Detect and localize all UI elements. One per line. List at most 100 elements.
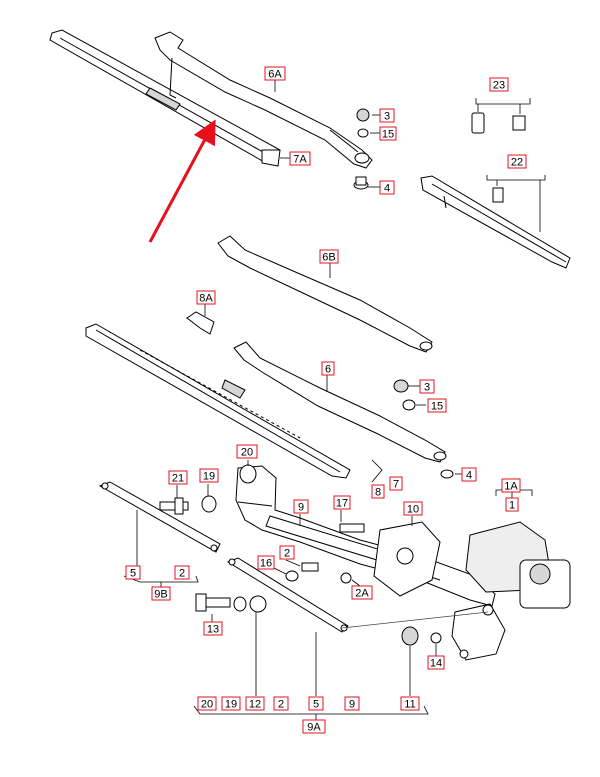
wiper-arm-6A	[154, 31, 373, 169]
callout-text: 7A	[293, 154, 307, 166]
callout-text: 2	[278, 699, 284, 711]
bolt-16	[285, 570, 299, 582]
pin-2	[301, 562, 319, 572]
callout-2b: 2	[174, 565, 190, 580]
bush-2A	[340, 572, 352, 584]
callout-text: 16	[260, 558, 272, 570]
wiper-blade-7	[85, 323, 351, 479]
callout-7A: 7A	[289, 151, 311, 166]
motor-1	[465, 521, 571, 609]
callout-6B: 6B	[319, 249, 339, 264]
callout-text: 7	[393, 479, 399, 491]
callout-text: 9A	[307, 722, 321, 734]
callout-box	[236, 444, 258, 459]
callout-22: 22	[507, 154, 527, 169]
callout-text: 20	[241, 447, 253, 459]
callout-box	[203, 621, 223, 636]
callout-box	[279, 545, 295, 560]
callout-9a: 9	[293, 499, 309, 514]
callout-15b: 15	[427, 398, 447, 413]
bolt-21	[159, 497, 189, 515]
callout-3a: 3	[379, 108, 395, 123]
nut-4-mid	[440, 469, 454, 479]
callout-box	[344, 696, 360, 711]
callout-text: 19	[225, 699, 237, 711]
callout-box	[196, 290, 216, 305]
rod-5-lower	[226, 557, 349, 633]
callout-box	[427, 655, 445, 670]
callout-text: 23	[493, 80, 505, 92]
crank-14	[451, 603, 506, 661]
bolt-13	[195, 593, 231, 612]
callout-text: 9	[349, 699, 355, 711]
callout-4b: 4	[461, 467, 477, 482]
callout-text: 13	[207, 624, 219, 636]
callout-box	[379, 108, 395, 123]
callout-3b: 3	[419, 379, 435, 394]
callout-box	[273, 696, 289, 711]
callout-box	[151, 586, 171, 601]
cap-20-top	[239, 464, 257, 484]
callout-box	[221, 696, 241, 711]
callout-14: 14	[427, 655, 445, 670]
callout-text: 12	[249, 699, 261, 711]
wiper-arm-6	[233, 341, 447, 463]
callout-15a: 15	[379, 126, 397, 141]
callout-box	[199, 468, 219, 483]
callout-9b: 9	[344, 696, 360, 711]
callout-10: 10	[403, 501, 423, 516]
callout-4a: 4	[379, 180, 395, 195]
callout-box	[379, 126, 397, 141]
cap-3-top	[356, 108, 370, 122]
callout-box	[461, 467, 477, 482]
callout-text: 19	[203, 471, 215, 483]
bolt-17	[339, 523, 365, 533]
leader-lines	[123, 80, 546, 720]
callout-17: 17	[333, 495, 351, 510]
callout-13: 13	[203, 621, 223, 636]
nut-14	[430, 632, 442, 644]
washer-12	[233, 596, 247, 612]
callout-text: 4	[466, 470, 472, 482]
callout-box	[371, 484, 385, 499]
callout-2a: 2	[279, 545, 295, 560]
callout-text: 17	[336, 498, 348, 510]
callout-box	[379, 180, 395, 195]
callout-text: 5	[130, 568, 136, 580]
callout-16: 16	[257, 555, 275, 570]
callout-box	[168, 470, 188, 485]
bracket-10	[373, 521, 441, 597]
callout-text: 15	[382, 129, 394, 141]
callout-text: 20	[201, 699, 213, 711]
callout-text: 22	[511, 157, 523, 169]
callout-box	[403, 501, 423, 516]
callout-text: 6A	[268, 69, 282, 81]
callout-text: 14	[430, 658, 442, 670]
callout-11: 11	[400, 696, 420, 711]
callout-6: 6	[321, 361, 335, 376]
callout-text: 21	[172, 473, 184, 485]
callout-6A: 6A	[264, 66, 286, 81]
callout-7: 7	[389, 476, 403, 491]
callout-text: 5	[313, 699, 319, 711]
callout-5b: 5	[308, 696, 324, 711]
callout-box	[257, 555, 275, 570]
cover-strip-22	[420, 175, 571, 269]
callout-box	[427, 398, 447, 413]
callout-23: 23	[489, 77, 509, 92]
rod-9B	[98, 481, 221, 553]
callout-text: 3	[424, 382, 430, 394]
callout-19b: 19	[221, 696, 241, 711]
nut-15-top	[357, 128, 369, 138]
callout-12: 12	[245, 696, 265, 711]
callout-box	[197, 696, 217, 711]
callout-box	[125, 565, 141, 580]
callout-20a: 20	[236, 444, 258, 459]
callout-text: 8A	[199, 293, 213, 305]
wiper-arm-6B	[217, 235, 433, 353]
callout-21: 21	[168, 470, 188, 485]
callout-box	[419, 379, 435, 394]
